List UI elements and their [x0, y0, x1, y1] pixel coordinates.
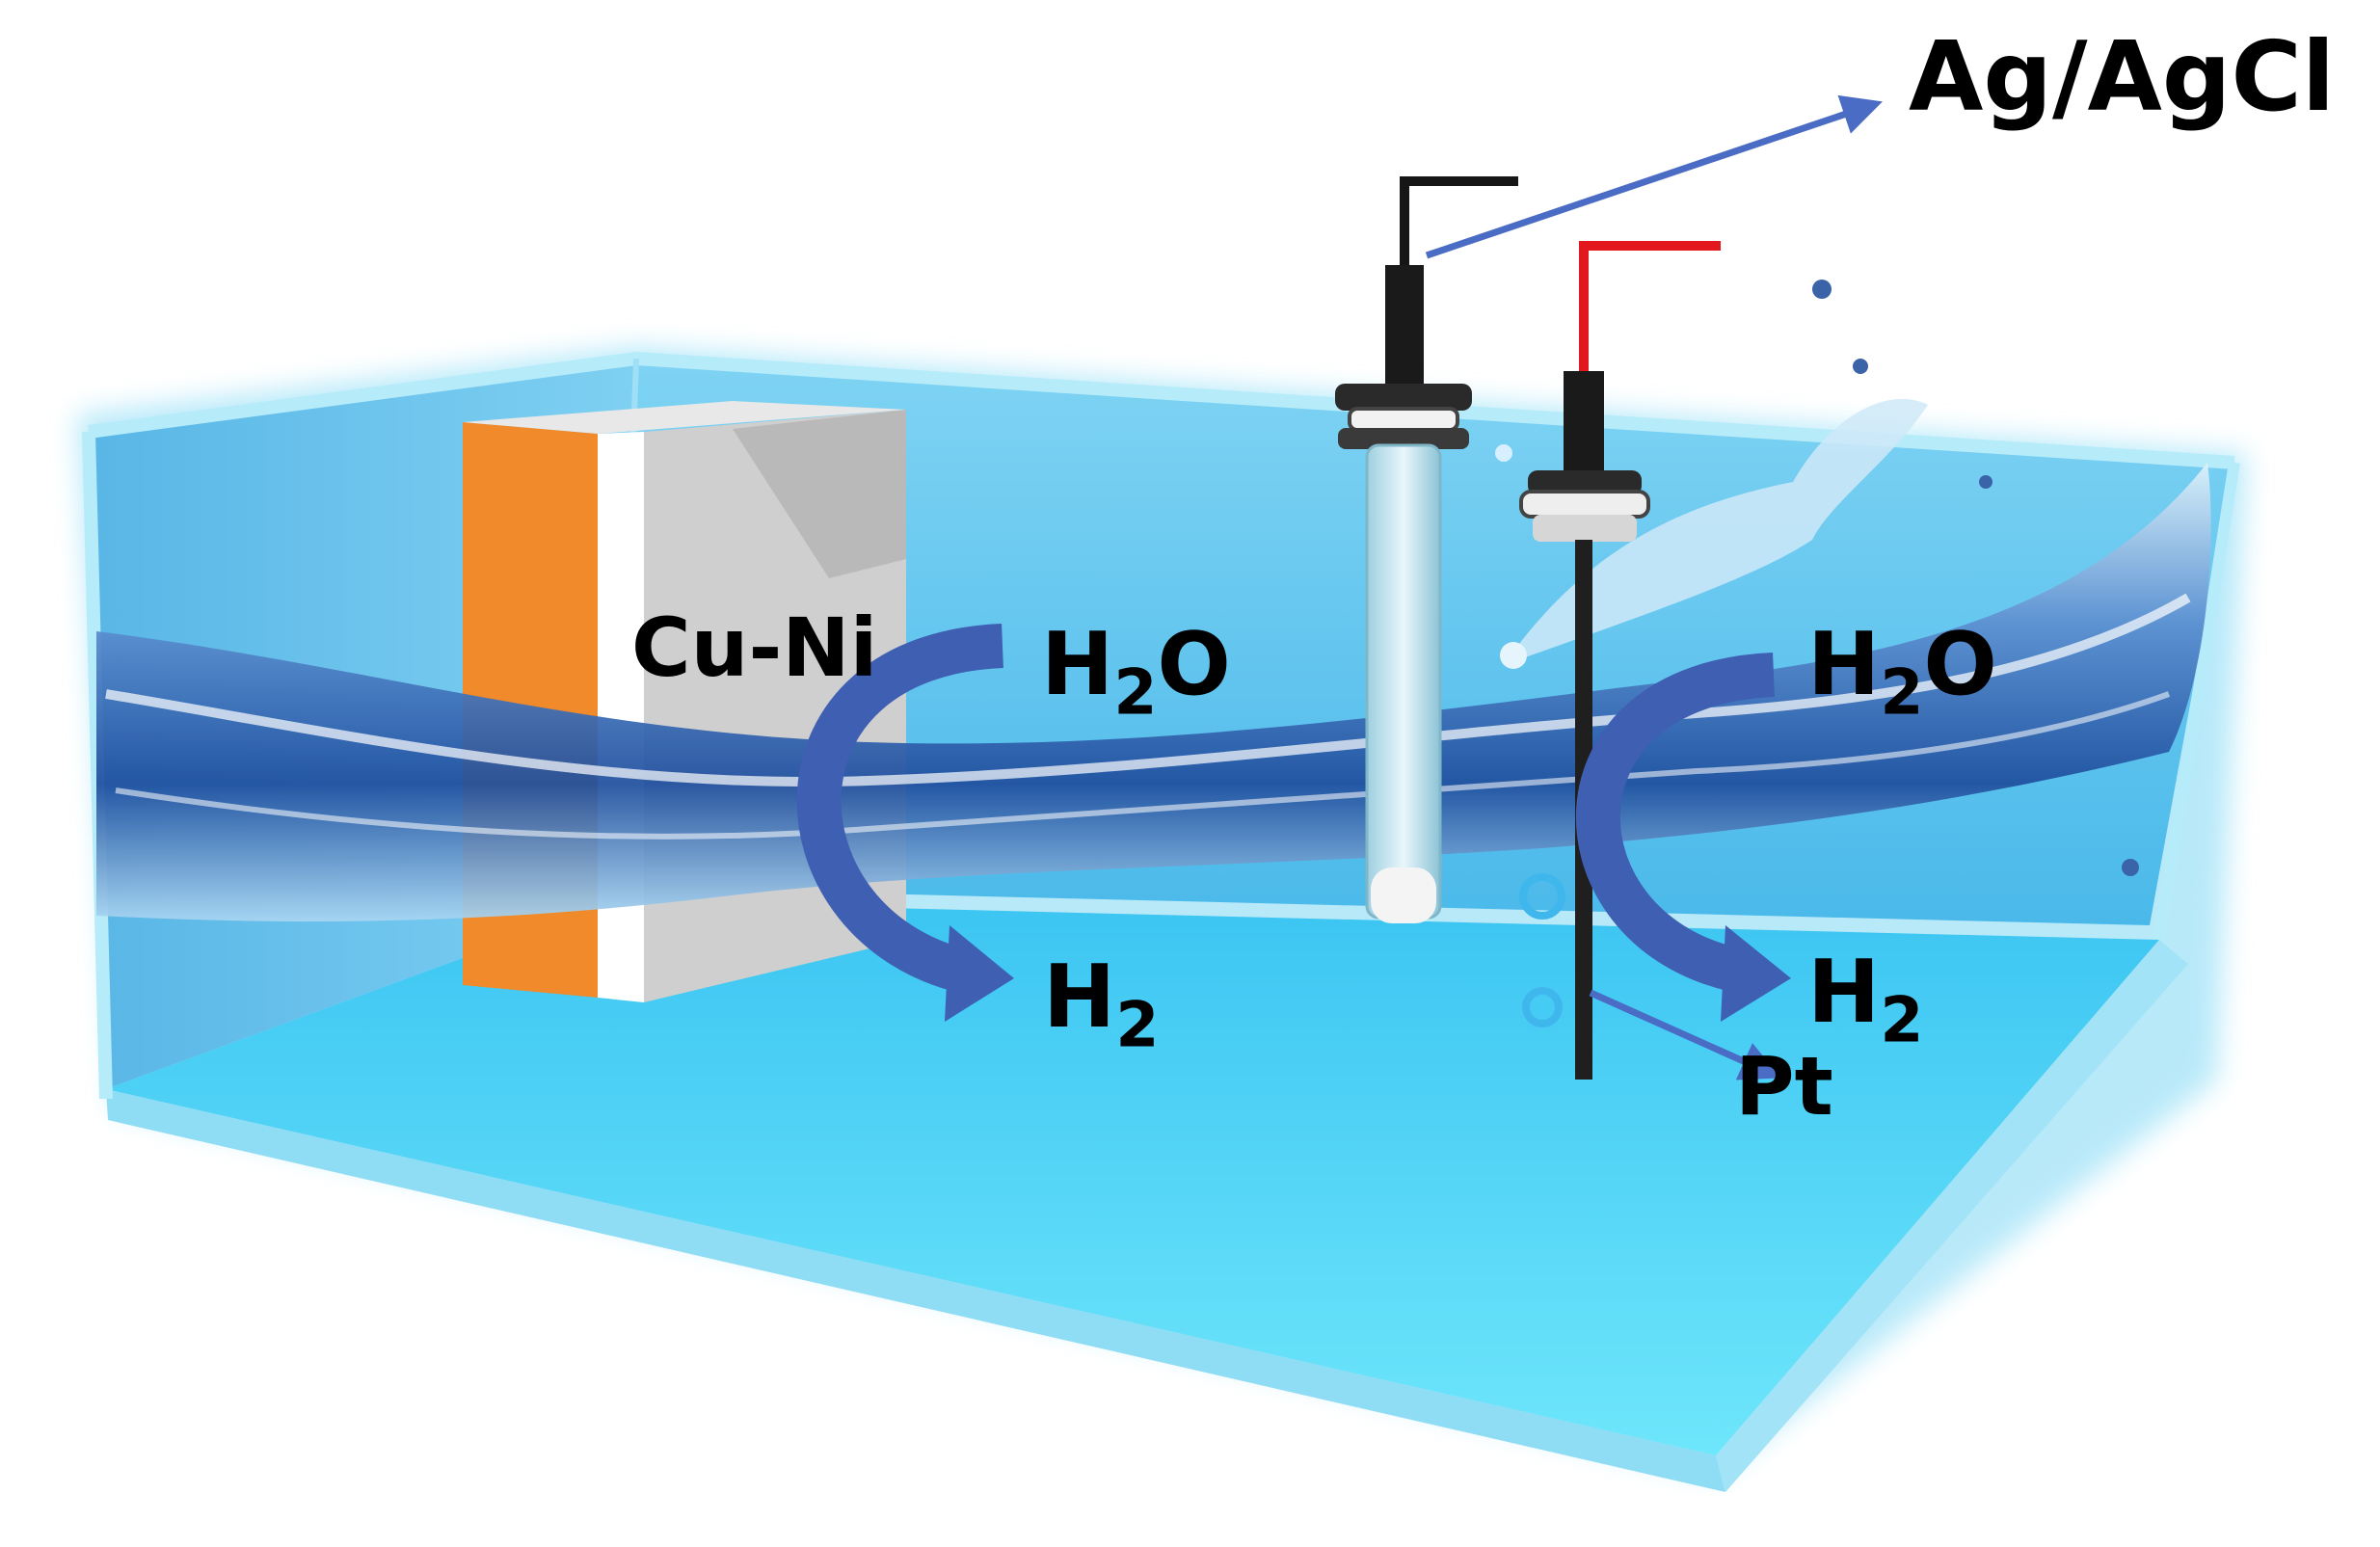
- ag-agcl-label: Ag/AgCl: [1909, 20, 2336, 133]
- counter-electrode-ring: [1519, 490, 1650, 519]
- counter-electrode-base: [1533, 515, 1637, 542]
- tank-floor: [106, 901, 2159, 1455]
- left-h2-subscript: 2: [1115, 989, 1160, 1062]
- ag-agcl-pointer-arrow: [1425, 94, 1883, 259]
- gas-bubble: [1522, 987, 1563, 1027]
- reference-electrode-tip: [1371, 867, 1436, 923]
- counter-wire: [1579, 241, 1721, 371]
- splash-drop: [1500, 642, 1527, 669]
- reference-electrode-collar: [1335, 384, 1472, 411]
- counter-electrode-cap: [1564, 371, 1604, 477]
- reference-electrode-cap: [1385, 265, 1424, 390]
- cu-ni-label: Cu-Ni: [631, 600, 878, 695]
- left-h2o-label: H2O: [1041, 622, 1231, 725]
- tank-right-edge: [2153, 462, 2240, 941]
- splash-drop: [1853, 359, 1868, 374]
- reference-electrode-tube: [1365, 443, 1442, 920]
- reference-electrode-ring: [1348, 407, 1459, 432]
- right-h2o-label: H2O: [1807, 622, 1997, 725]
- reference-wire: [1400, 176, 1518, 280]
- pt-pointer-arrow: [1589, 989, 1781, 1080]
- tank-front-rim: [106, 1089, 1725, 1492]
- right-h2-base: H: [1807, 942, 1881, 1043]
- left-reaction-arrow: [796, 624, 1014, 1022]
- right-reaction-arrow: [1575, 653, 1791, 1022]
- pt-label: Pt: [1735, 1039, 1833, 1134]
- left-h2-label: H2: [1043, 954, 1159, 1057]
- counter-electrode-collar: [1528, 470, 1642, 495]
- right-h2o-subscript: 2: [1880, 656, 1924, 730]
- gas-bubble: [1519, 873, 1565, 920]
- right-h2-subscript: 2: [1880, 984, 1924, 1057]
- splash-drop: [1812, 280, 1832, 299]
- right-h2o-tail: O: [1923, 614, 1997, 715]
- reference-electrode-ring: [1338, 428, 1469, 449]
- right-h2o-base: H: [1807, 614, 1881, 715]
- electrode-top: [463, 401, 906, 434]
- left-h2o-base: H: [1041, 614, 1114, 715]
- splash-drop: [1979, 475, 1992, 489]
- electrode-white-strip: [598, 432, 644, 1002]
- electrode-gray-shadow: [733, 410, 906, 578]
- splash-drop: [1495, 444, 1512, 462]
- left-h2o-subscript: 2: [1113, 656, 1158, 730]
- splash-drop: [2122, 859, 2139, 876]
- left-h2-base: H: [1043, 947, 1116, 1048]
- ag-agcl-electrode: [1335, 176, 1518, 923]
- left-h2o-tail: O: [1157, 614, 1231, 715]
- tank-right-rim: [1716, 940, 2188, 1492]
- water-wave: [96, 280, 2211, 921]
- right-h2-label: H2: [1807, 949, 1923, 1053]
